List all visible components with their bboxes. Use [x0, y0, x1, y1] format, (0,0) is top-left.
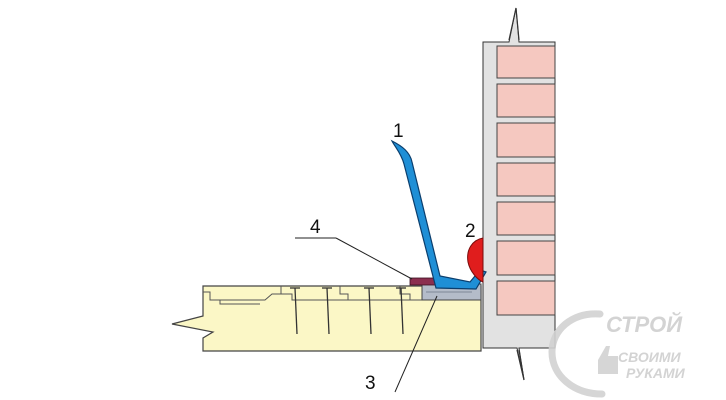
- logo-ring: [548, 310, 606, 398]
- break-mark-bottom: [516, 349, 525, 381]
- thumbs-up-icon: [598, 346, 618, 374]
- break-mark-top: [508, 7, 520, 41]
- watermark-line2: СВОИМИ: [618, 349, 681, 365]
- board-joints: [203, 286, 481, 305]
- brick: [496, 83, 556, 118]
- leader-3: [394, 295, 438, 393]
- watermark-logo: СТРОЙ СВОИМИ РУКАМИ: [548, 310, 686, 398]
- sealant-2: [467, 237, 484, 283]
- brick: [496, 240, 556, 276]
- nail: [396, 287, 406, 335]
- brick: [496, 45, 556, 79]
- floor-boards: [171, 285, 482, 352]
- callout-1: 1: [393, 121, 404, 142]
- nail: [364, 287, 374, 335]
- watermark-line1: СТРОЙ: [606, 311, 683, 337]
- watermark-line3: РУКАМИ: [626, 365, 686, 381]
- brick: [496, 162, 556, 197]
- leader-4-diagonal: [335, 237, 413, 280]
- brick: [496, 280, 556, 316]
- nails: [290, 287, 406, 335]
- brick: [496, 201, 556, 236]
- leader-lines: [295, 237, 438, 393]
- callout-2: 2: [465, 221, 476, 242]
- brick: [496, 122, 556, 158]
- nail: [322, 287, 332, 335]
- callout-3: 3: [365, 373, 376, 394]
- floor-board: [171, 285, 482, 352]
- nail: [290, 287, 300, 335]
- brick-courses: [496, 45, 556, 316]
- brick-wall: [482, 7, 556, 381]
- callout-4: 4: [310, 217, 321, 238]
